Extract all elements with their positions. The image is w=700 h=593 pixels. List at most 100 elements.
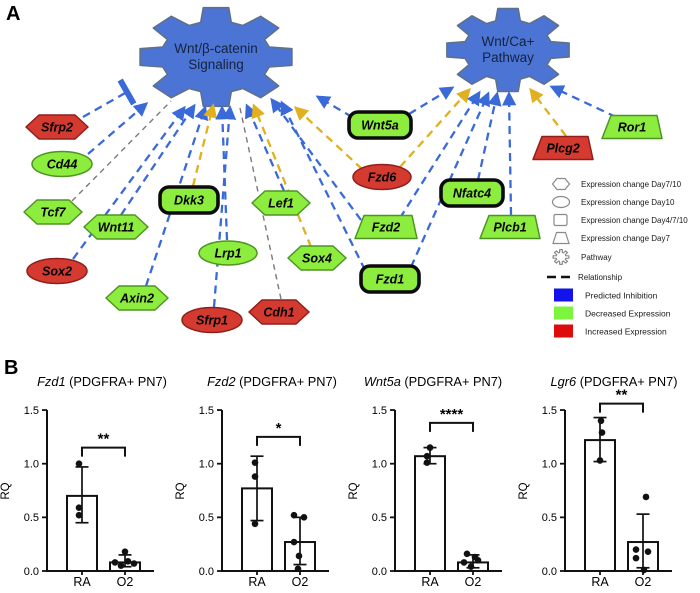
data-point — [290, 538, 298, 546]
gene-node-Sox4: Sox4 — [287, 245, 347, 271]
legend-item-hexagon: Expression change Day7/10 — [551, 177, 682, 191]
gene-label: Nfatc4 — [453, 186, 491, 200]
chart-title-suffix: (PDGFRA+ PN7) — [236, 374, 337, 389]
trapezoid-shape-icon — [354, 214, 418, 240]
legend-item-trapezoid: Expression change Day7 — [552, 231, 670, 245]
edge-Ror1-wnt_ca — [549, 85, 617, 119]
panel-a-label: A — [6, 3, 21, 25]
data-point — [251, 473, 259, 480]
edge-Fzd2-wnt_bcat — [270, 97, 362, 221]
ellipse-shape-icon — [31, 150, 93, 178]
rect-shape-icon — [359, 264, 421, 294]
chart-title: Lgr6 (PDGFRA+ PN7) — [551, 374, 678, 389]
rect-shape-icon — [158, 185, 220, 215]
data-point — [474, 556, 482, 564]
rect-shape-icon — [439, 178, 505, 208]
data-point — [75, 504, 83, 511]
category-label: RA — [421, 575, 439, 589]
y-tick-label: 0.5 — [199, 512, 214, 524]
gene-node-Sfrp1: Sfrp1 — [181, 306, 243, 334]
edge-Nfatc4-wnt_ca — [476, 91, 502, 181]
hexagon-shape-icon — [25, 114, 89, 140]
gear-icon — [552, 249, 570, 265]
category-label: RA — [73, 575, 91, 589]
data-point — [300, 514, 308, 521]
legend-color-item-1: Decreased Expression — [554, 306, 671, 320]
y-tick-label: 1.5 — [199, 405, 214, 417]
y-tick-label: 1.5 — [372, 405, 387, 417]
pathway-diagram: Wnt/β-cateninSignalingWnt/Ca+PathwaySfrp… — [23, 6, 688, 338]
rect-shape-icon — [347, 110, 413, 140]
edge-Wnt11-wnt_bcat — [120, 103, 196, 216]
gene-label: Plcg2 — [546, 141, 579, 155]
gene-label: Wnt11 — [98, 220, 135, 234]
legend-item-ellipse: Expression change Day10 — [551, 195, 675, 209]
edge-Fzd2-wnt_ca — [399, 90, 481, 219]
category-label: O2 — [635, 575, 652, 589]
trapezoid-shape-icon — [601, 114, 663, 140]
gene-node-Nfatc4: Nfatc4 — [439, 178, 505, 208]
gene-label: Lrp1 — [214, 246, 241, 260]
y-tick-label: 0.0 — [24, 566, 39, 578]
gene-node-Fzd2: Fzd2 — [354, 214, 418, 240]
hexagon-shape-icon — [287, 245, 347, 271]
gear-shape-icon — [446, 7, 570, 93]
data-point — [295, 552, 303, 560]
trapezoid-shape-icon — [532, 135, 594, 161]
data-point — [467, 563, 475, 571]
gene-node-Axin2: Axin2 — [105, 285, 169, 311]
pathway-label-line1: Wnt/Ca+ — [482, 34, 535, 49]
edge-Sfrp2-wnt_bcat — [82, 78, 137, 118]
y-tick-label: 1.0 — [199, 459, 214, 471]
data-point — [598, 429, 606, 436]
edge-Tcf7-wnt_bcat — [71, 100, 172, 202]
y-tick-label: 0.5 — [542, 512, 557, 524]
category-label: RA — [248, 575, 266, 589]
data-point — [251, 520, 259, 528]
gene-label: Dkk3 — [174, 193, 204, 207]
data-point — [423, 459, 431, 466]
y-tick-label: 0.0 — [542, 566, 557, 578]
gene-node-Sox2: Sox2 — [26, 257, 88, 285]
gene-label: Fzd1 — [376, 272, 405, 286]
category-label: O2 — [465, 575, 482, 589]
y-axis-label: RQ — [175, 482, 187, 499]
data-point — [130, 560, 138, 567]
pathway-label-line2: Pathway — [482, 50, 534, 65]
y-tick-label: 1.0 — [372, 459, 387, 471]
hexagon-shape-icon — [23, 199, 83, 225]
edge-Lef1-wnt_bcat — [245, 103, 286, 192]
chart-title: Fzd1 (PDGFRA+ PN7) — [37, 374, 167, 389]
legend-color-label: Predicted Inhibition — [585, 291, 658, 301]
legend-color-item-0: Predicted Inhibition — [554, 288, 658, 302]
gene-node-Fzd1: Fzd1 — [359, 264, 421, 294]
significance-stars: **** — [440, 406, 464, 423]
data-point — [426, 444, 434, 451]
legend-item-label: Expression change Day7/10 — [581, 180, 682, 189]
edge-Axin2-wnt_bcat — [144, 105, 209, 287]
legend-color-label: Decreased Expression — [585, 309, 671, 319]
gene-label: Cdh1 — [263, 305, 294, 319]
gene-node-Wnt5a: Wnt5a — [347, 110, 413, 140]
data-point — [121, 548, 129, 555]
data-point — [640, 566, 648, 574]
ellipse-shape-icon — [181, 306, 243, 334]
gene-label: Sfrp1 — [196, 313, 228, 327]
legend-item-label: Relationship — [578, 273, 623, 282]
gene-node-Lrp1: Lrp1 — [198, 240, 258, 266]
legend-item-label: Expression change Day4/7/10 — [581, 216, 688, 225]
data-point — [644, 548, 652, 555]
legend-color-item-2: Increased Expression — [554, 324, 667, 338]
legend-item-label: Expression change Day10 — [581, 198, 675, 207]
hexagon-shape-icon — [105, 285, 169, 311]
edge-Fzd6-wnt_bcat — [293, 106, 363, 170]
panel-b-label: B — [4, 357, 19, 379]
edge-Cdh1-wnt_bcat — [239, 107, 282, 300]
gene-label: Sox2 — [42, 264, 72, 278]
